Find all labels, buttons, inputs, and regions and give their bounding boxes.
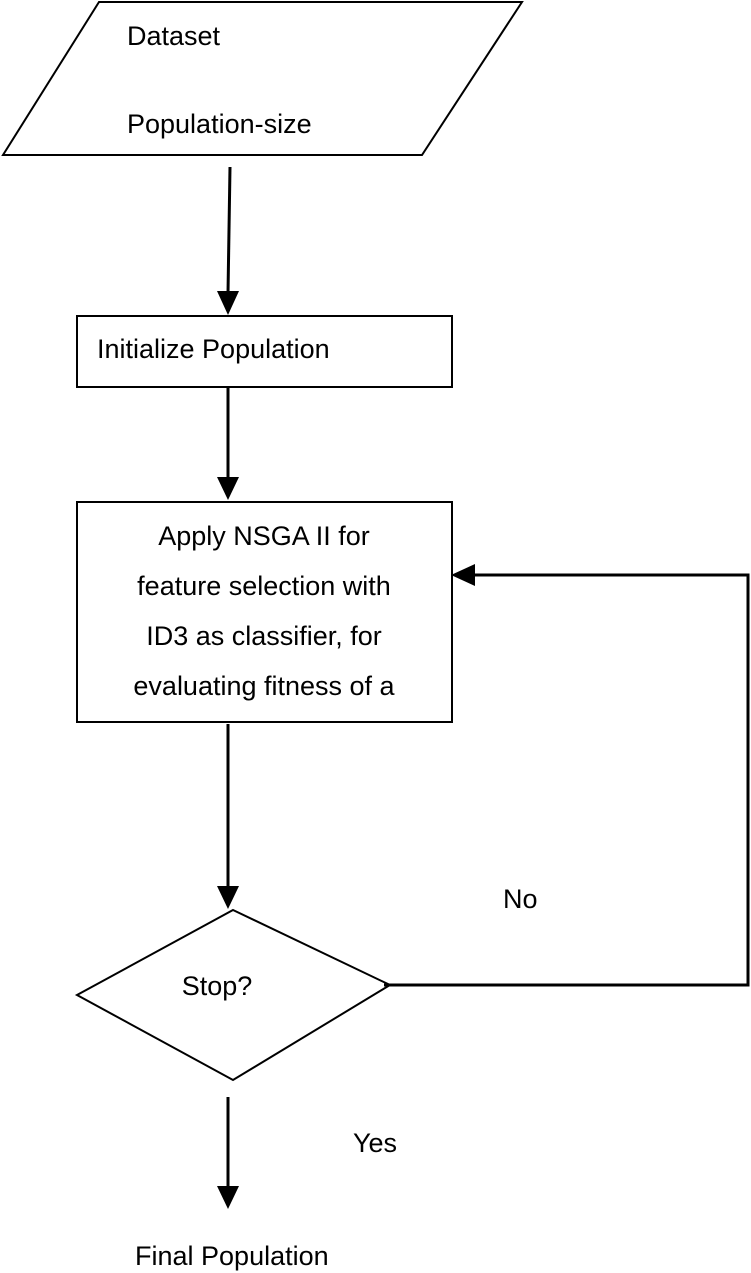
init-label: Initialize Population bbox=[97, 334, 330, 364]
init-node: Initialize Population bbox=[76, 315, 453, 388]
input-label-population-size: Population-size bbox=[127, 109, 312, 139]
init-box bbox=[76, 315, 453, 388]
arrow-input-to-init bbox=[217, 166, 239, 315]
decision-label: Stop? bbox=[182, 971, 253, 1001]
process-label-line-4: evaluating fitness of a bbox=[133, 671, 395, 701]
decision-diamond bbox=[74, 908, 393, 1082]
arrow-process-to-decision bbox=[217, 724, 239, 909]
process-label-line-1: Apply NSGA II for bbox=[158, 521, 370, 551]
process-label-line-2: feature selection with bbox=[137, 571, 391, 601]
input-parallelogram bbox=[1, 1, 524, 156]
arrow-yes-to-final bbox=[217, 1097, 239, 1209]
decision-node: Stop? bbox=[74, 908, 393, 1082]
process-node: Apply NSGA II for feature selection with… bbox=[76, 501, 453, 723]
input-label-dataset: Dataset bbox=[127, 21, 221, 51]
input-node: Dataset Population-size bbox=[1, 1, 524, 156]
process-box bbox=[76, 501, 453, 723]
output-label: Final Population bbox=[135, 1241, 329, 1271]
process-label-line-3: ID3 as classifier, for bbox=[146, 621, 382, 651]
arrow-no-loop bbox=[384, 564, 750, 987]
edge-label-no: No bbox=[503, 884, 538, 914]
edge-label-yes: Yes bbox=[353, 1128, 397, 1158]
arrow-init-to-process bbox=[217, 388, 239, 500]
